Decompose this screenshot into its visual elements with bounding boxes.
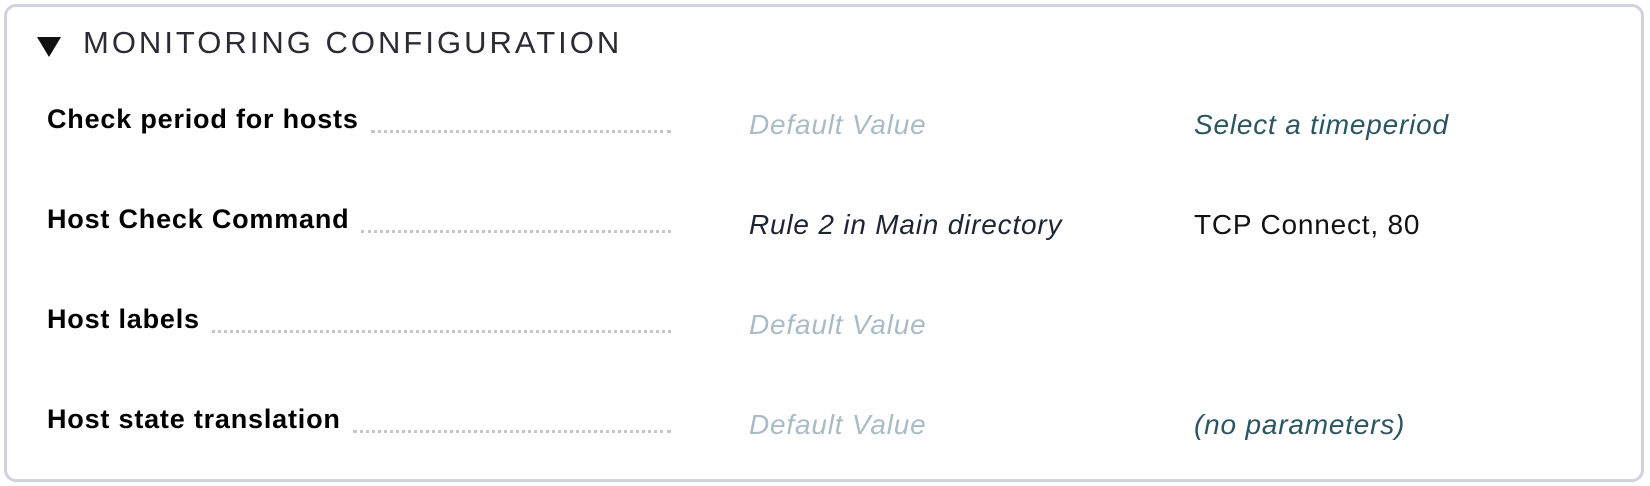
setting-row-host-labels: Host labels Default Value	[47, 302, 1627, 346]
setting-value: TCP Connect, 80	[1194, 209, 1421, 240]
setting-row-host-check-command: Host Check Command Rule 2 in Main direct…	[47, 202, 1627, 246]
setting-label: Host labels	[47, 304, 200, 334]
triangle-down-icon	[37, 37, 61, 57]
setting-origin: Default Value	[749, 309, 927, 340]
section-header-toggle[interactable]: MONITORING CONFIGURATION	[37, 25, 622, 61]
dotted-leader	[370, 110, 671, 133]
dotted-leader	[361, 210, 671, 233]
dotted-leader	[211, 310, 671, 333]
setting-row-host-state-translation: Host state translation Default Value (no…	[47, 402, 1627, 446]
setting-row-check-period: Check period for hosts Default Value Sel…	[47, 102, 1627, 146]
setting-label-wrap: Host Check Command	[47, 202, 671, 246]
setting-origin: Default Value	[749, 409, 927, 440]
section-title: MONITORING CONFIGURATION	[83, 25, 623, 60]
setting-value-link[interactable]: Select a timeperiod	[1194, 109, 1449, 140]
setting-origin: Default Value	[749, 109, 927, 140]
setting-label-wrap: Host state translation	[47, 402, 671, 446]
setting-label-wrap: Host labels	[47, 302, 671, 346]
setting-label: Host Check Command	[47, 204, 350, 234]
setting-label: Host state translation	[47, 404, 341, 434]
monitoring-configuration-panel: MONITORING CONFIGURATION Check period fo…	[4, 4, 1644, 482]
setting-label-wrap: Check period for hosts	[47, 102, 671, 146]
setting-label: Check period for hosts	[47, 104, 359, 134]
setting-value-link[interactable]: (no parameters)	[1194, 409, 1406, 440]
setting-origin-rule-link[interactable]: Rule 2 in Main directory	[749, 209, 1063, 240]
dotted-leader	[352, 410, 671, 433]
